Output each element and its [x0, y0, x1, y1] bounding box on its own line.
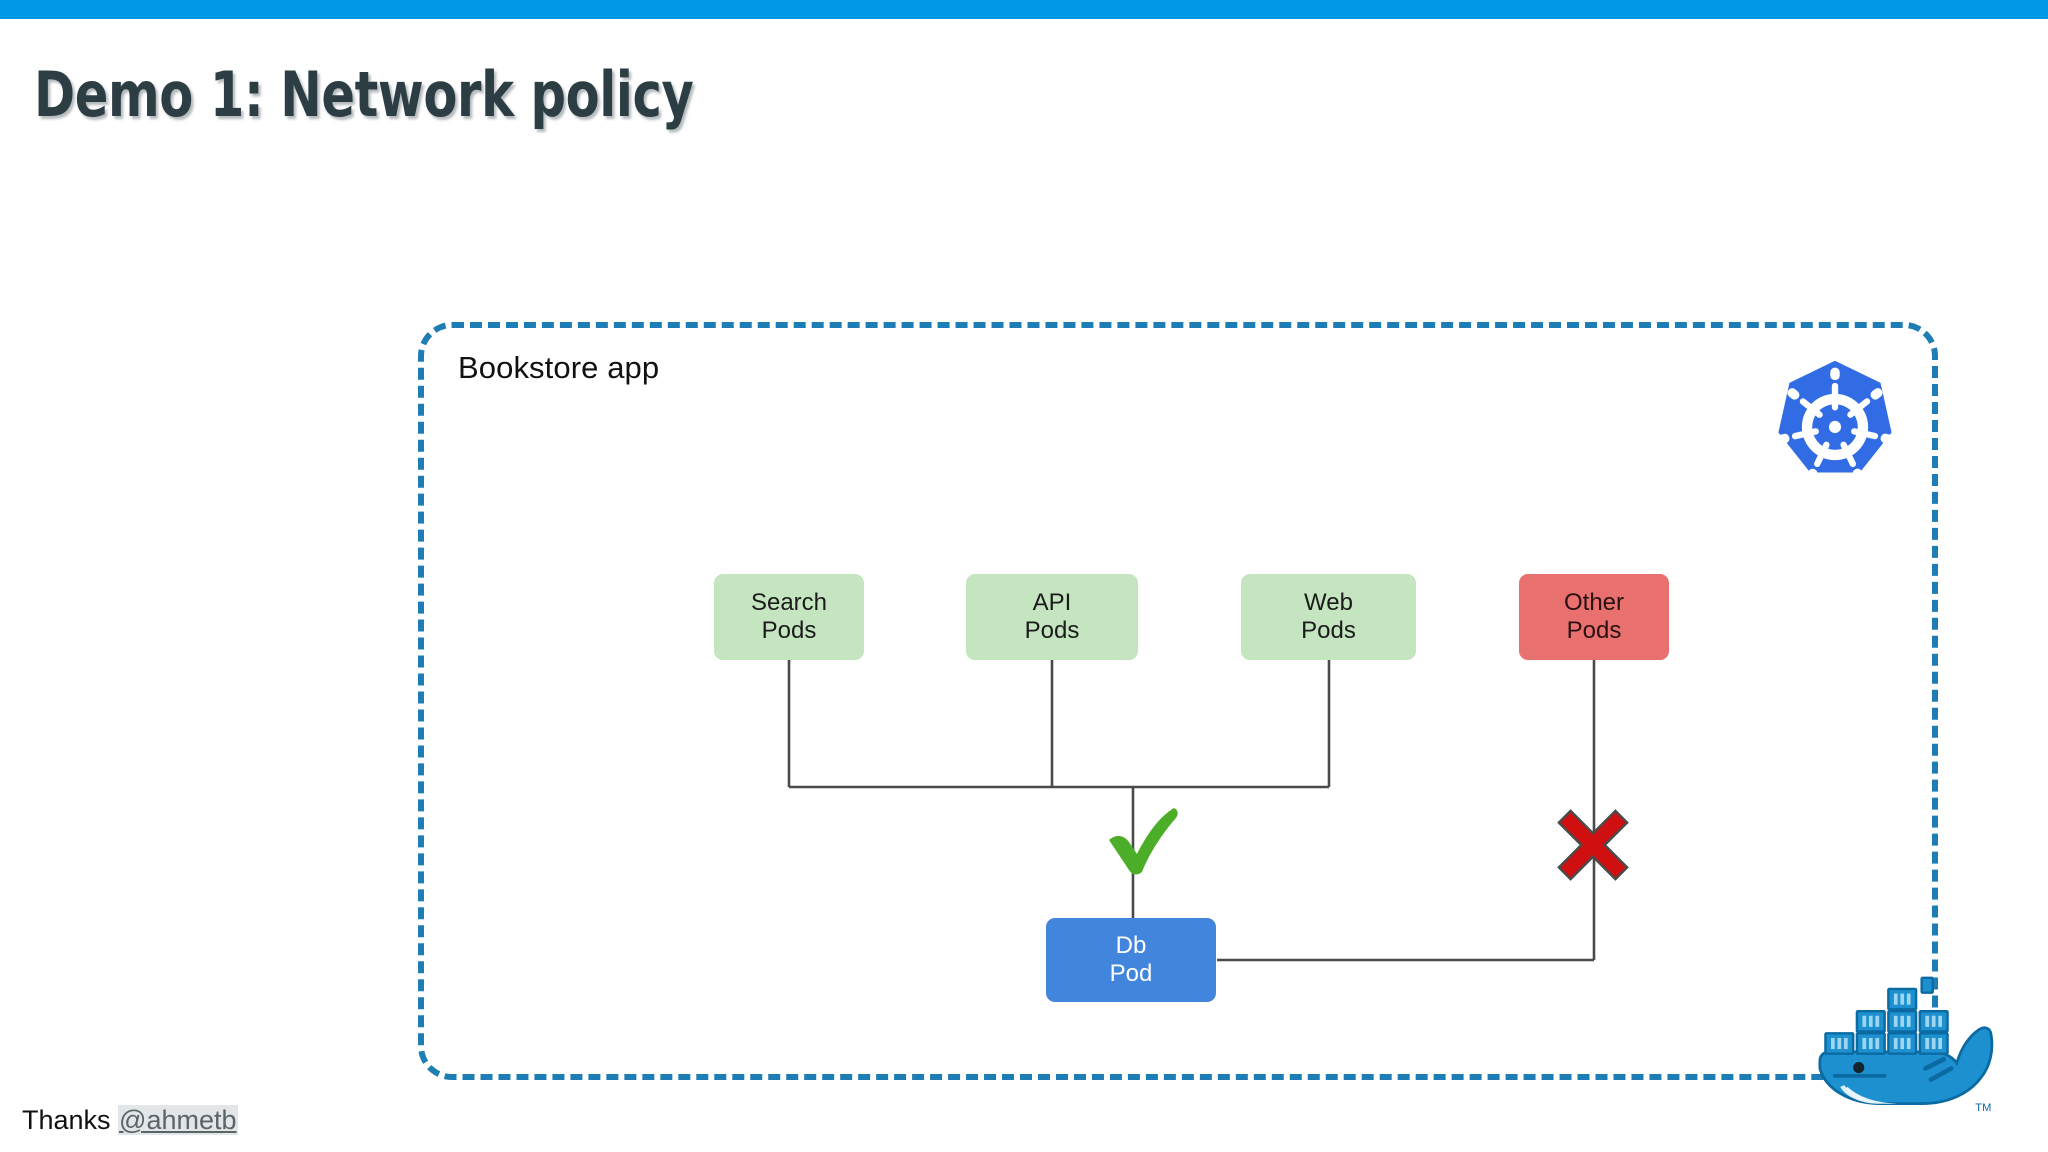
pod-api-label-line2: Pods — [1024, 617, 1080, 644]
pod-api-label-line1: API — [1032, 588, 1072, 616]
pod-web-label-line2: Pods — [1301, 617, 1356, 644]
pod-search[interactable]: Search Pods — [714, 574, 864, 660]
red-cross-icon — [1557, 809, 1629, 881]
green-check-icon — [1109, 808, 1178, 875]
namespace-label: Bookstore app — [458, 350, 660, 385]
pod-db-label-line1: Db — [1115, 931, 1147, 959]
pod-api[interactable]: API Pods — [966, 574, 1138, 660]
credit-handle-link[interactable]: @ahmetb — [118, 1105, 238, 1135]
pod-db[interactable]: Db Pod — [1046, 918, 1216, 1002]
pod-search-label-line2: Pods — [761, 617, 817, 644]
pod-search-label-line1: Search — [750, 588, 828, 616]
page-title: Demo 1: Network policy — [34, 58, 694, 131]
credit-line: Thanks @ahmetb — [22, 1105, 238, 1136]
docker-trademark: TM — [1975, 1102, 1991, 1114]
pod-other-label-line2: Pods — [1566, 617, 1622, 644]
pod-other[interactable]: Other Pods — [1519, 574, 1669, 660]
namespace-boundary — [418, 322, 1938, 1080]
top-accent-bar — [0, 0, 2048, 19]
credit-prefix: Thanks — [22, 1105, 119, 1135]
pod-web[interactable]: Web Pods — [1241, 574, 1416, 660]
kubernetes-logo — [1776, 360, 1894, 482]
pod-other-label-line1: Other — [1563, 588, 1625, 616]
docker-logo: TM — [1818, 976, 1994, 1114]
pod-db-label-line2: Pod — [1109, 960, 1153, 987]
pod-web-label-line1: Web — [1304, 588, 1353, 616]
